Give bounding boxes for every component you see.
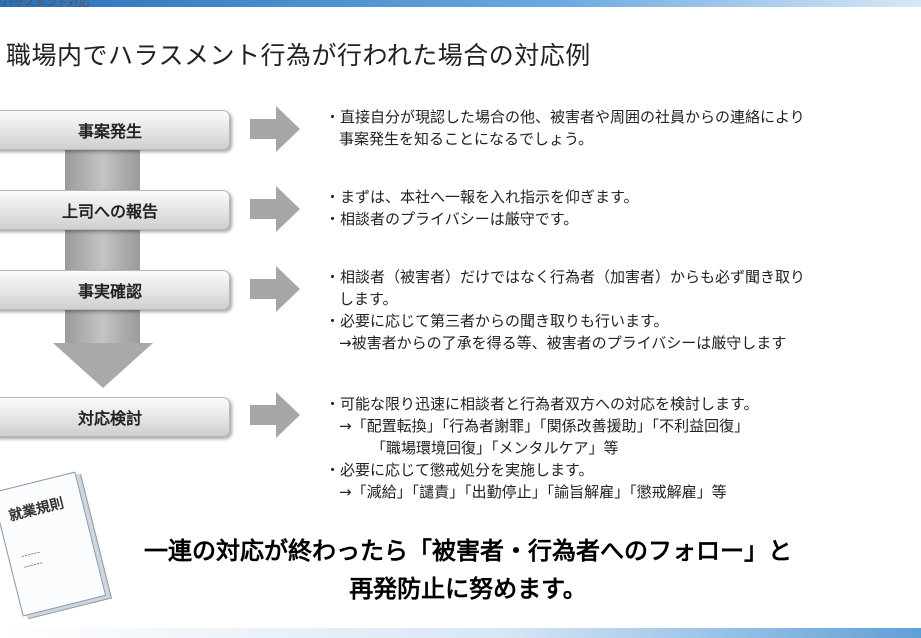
step-description-report: ・まずは、本社へ一報を入れ指示を仰ぎます。 ・相談者のプライバシーは厳守です。 xyxy=(325,186,639,230)
step-line: ・必要に応じて懲戒処分を実施します。 xyxy=(325,461,594,479)
flow-down-arrow-head xyxy=(53,343,153,388)
step-box-report: 上司への報告 xyxy=(0,190,230,230)
step-box-incident: 事案発生 xyxy=(0,110,230,150)
step-line: →被害者からの了承を得る等、被害者のプライバシーは厳守します xyxy=(339,334,787,352)
header-accent-bar xyxy=(0,0,921,7)
step-line: 「職場環境回復」「メンタルケア」等 xyxy=(371,439,619,457)
step-description-incident: ・直接自分が現認した場合の他、被害者や周囲の社員からの連絡により 事案発生を知る… xyxy=(325,106,805,150)
step-line: します。 xyxy=(339,290,398,308)
step-line: →「配置転換」「行為者謝罪」「関係改善援助」「不利益回復」 xyxy=(339,417,750,435)
summary-line-1: 一連の対応が終わったら「被害者・行為者へのフォロー」と xyxy=(144,537,792,565)
right-arrow-icon xyxy=(250,266,300,312)
step-line: ・相談者のプライバシーは厳守です。 xyxy=(325,210,579,228)
step-box-fact-check: 事実確認 xyxy=(0,270,230,310)
step-line: ・まずは、本社へ一報を入れ指示を仰ぎます。 xyxy=(325,188,639,206)
section-label: ハラスメント対応 xyxy=(2,0,90,9)
step-line: 事案発生を知ることになるでしょう。 xyxy=(339,130,594,148)
step-line: ・直接自分が現認した場合の他、被害者や周囲の社員からの連絡により xyxy=(325,108,805,126)
rulebook-text-lines: ------ ------ xyxy=(20,547,45,573)
right-arrow-icon xyxy=(250,186,300,232)
right-arrow-icon xyxy=(250,106,300,152)
summary-line-2: 再発防止に努めます。 xyxy=(349,575,587,603)
step-line: ・可能な限り迅速に相談者と行為者双方への対応を検討します。 xyxy=(325,395,759,413)
step-line: ・必要に応じて第三者からの聞き取りも行います。 xyxy=(325,312,669,330)
step-box-response-plan: 対応検討 xyxy=(0,397,230,437)
right-arrow-icon xyxy=(250,392,300,438)
summary-message: 一連の対応が終わったら「被害者・行為者へのフォロー」と 再発防止に努めます。 xyxy=(88,532,848,608)
step-line: →「減給」「譴責」「出勤停止」「諭旨解雇」「懲戒解雇」等 xyxy=(339,483,727,501)
step-description-fact-check: ・相談者（被害者）だけではなく行為者（加害者）からも必ず聞き取り します。 ・必… xyxy=(325,266,805,354)
page-title: 職場内でハラスメント行為が行われた場合の対応例 xyxy=(6,41,591,70)
step-description-response-plan: ・可能な限り迅速に相談者と行為者双方への対応を検討します。 →「配置転換」「行為… xyxy=(325,393,759,503)
step-line: ・相談者（被害者）だけではなく行為者（加害者）からも必ず聞き取り xyxy=(325,268,806,286)
footer-accent-bar xyxy=(0,628,921,638)
rulebook-title: 就業規則 xyxy=(7,495,66,525)
